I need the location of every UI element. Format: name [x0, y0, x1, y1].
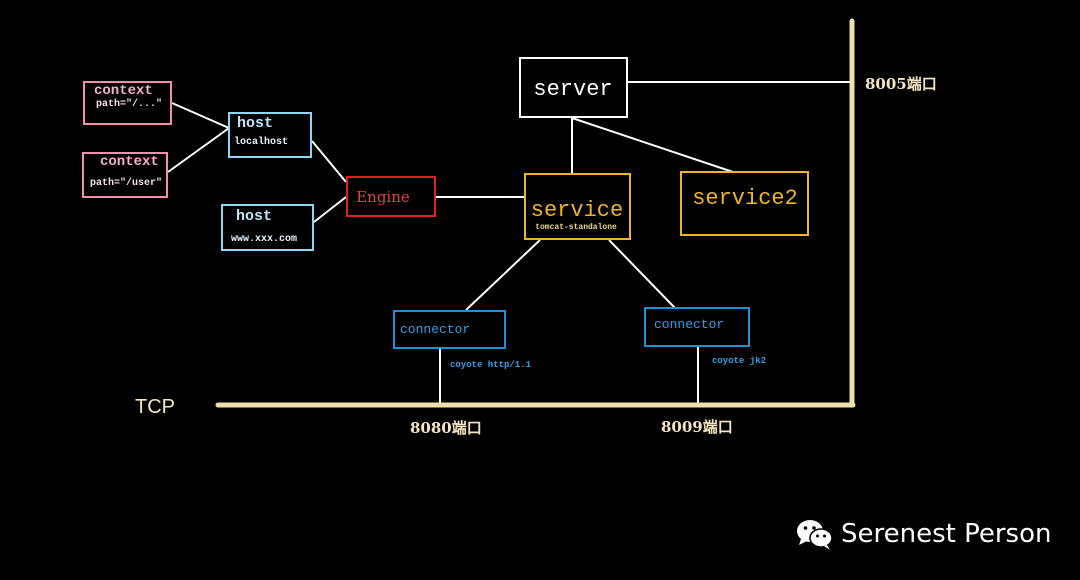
service-label: service — [531, 198, 623, 223]
tcp-label: TCP — [135, 396, 175, 418]
node-connector-http: connector coyote http/1.1 — [393, 310, 532, 370]
connector-http-label: connector — [400, 322, 470, 337]
context-user-sub: path="/user" — [90, 177, 162, 189]
node-engine: Engine — [346, 176, 436, 217]
edge-host-localhost-engine — [311, 140, 347, 183]
node-host-xxx: host www.xxx.com — [221, 204, 314, 251]
tcp-bus — [215, 18, 856, 408]
edge-context-root-host — [171, 102, 230, 129]
port-8080-label: 8080端口 — [410, 419, 482, 437]
edge-service-connector-http — [465, 239, 541, 311]
node-service: service tomcat-standalone — [524, 173, 631, 240]
host-xxx-label: host — [236, 208, 272, 225]
edge-host-xxx-engine — [313, 196, 347, 223]
watermark: Serenest Person — [795, 514, 1051, 554]
connector-jk2-sub: coyote jk2 — [712, 356, 766, 366]
server-label: server — [533, 77, 612, 102]
edge-context-user-host — [167, 127, 230, 173]
service2-label: service2 — [692, 186, 798, 211]
node-connector-jk2: connector coyote jk2 — [644, 307, 766, 366]
context-user-label: context — [100, 154, 159, 170]
edges — [167, 81, 852, 404]
watermark-text: Serenest Person — [841, 519, 1052, 549]
port-8009-label: 8009端口 — [661, 418, 733, 436]
node-host-localhost: host localhost — [228, 112, 312, 158]
node-context-user: context path="/user" — [82, 152, 168, 198]
engine-label: Engine — [356, 188, 410, 206]
port-8005-label: 8005端口 — [865, 75, 937, 93]
connector-http-sub: coyote http/1.1 — [450, 360, 532, 370]
edge-server-service2 — [571, 117, 734, 173]
node-context-root: context path="/..." — [83, 81, 172, 125]
wechat-icon — [797, 520, 833, 550]
edge-service-connector-jk2 — [608, 239, 676, 309]
context-root-sub: path="/..." — [96, 98, 162, 110]
connector-jk2-label: connector — [654, 317, 724, 332]
service-sub: tomcat-standalone — [535, 223, 617, 232]
host-localhost-label: host — [237, 115, 273, 132]
host-localhost-sub: localhost — [234, 136, 288, 148]
host-xxx-sub: www.xxx.com — [231, 234, 297, 245]
context-root-label: context — [94, 83, 153, 99]
node-server: server — [519, 57, 628, 118]
node-service2: service2 — [680, 171, 809, 236]
